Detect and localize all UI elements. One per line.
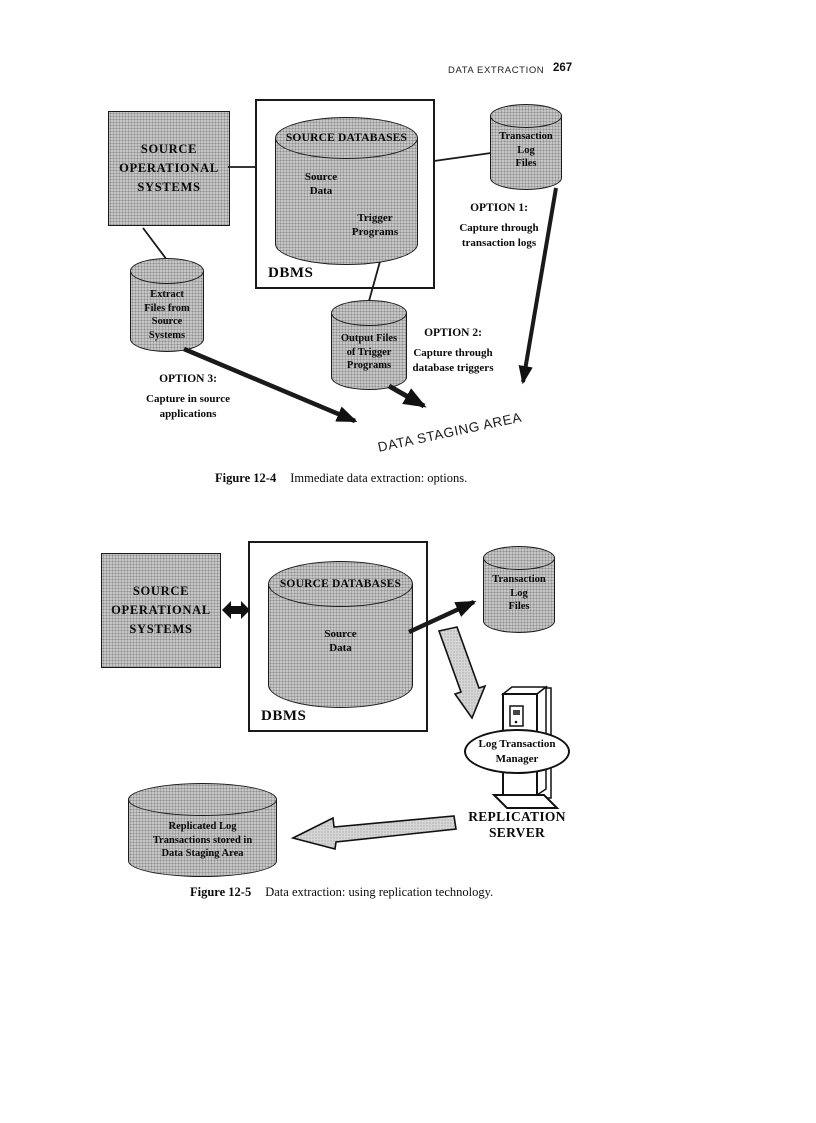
fig2-block-arrow-left-icon xyxy=(290,815,457,851)
fig1-output-files-label: Output Files of Trigger Programs xyxy=(340,333,398,372)
cylinder-body xyxy=(490,116,562,190)
fig1-extract-files-cylinder: Extract Files from Source Systems xyxy=(130,258,204,352)
fig1-option1-body: Capture through transaction logs xyxy=(459,222,539,249)
fig2-replicated-log-cylinder: Replicated Log Transactions stored in Da… xyxy=(128,783,277,877)
running-head: DATA EXTRACTION xyxy=(448,65,545,76)
cylinder-top xyxy=(128,783,277,816)
fig2-caption-text: Data extraction: using replication techn… xyxy=(265,885,494,899)
cylinder-top: SOURCE DATABASES xyxy=(275,117,418,159)
cylinder-body xyxy=(483,558,555,633)
fig1-data-staging-area-label: DATA STAGING AREA xyxy=(376,409,524,455)
fig2-ltm-label: Log Transaction Manager xyxy=(478,737,556,765)
fig1-source-databases-cylinder: SOURCE DATABASES Source Data Trigger Pro… xyxy=(275,117,418,265)
fig1-option2-body: Capture through database triggers xyxy=(412,347,494,374)
fig1-source-operational-systems-box: SOURCE OPERATIONAL SYSTEMS xyxy=(108,111,230,226)
fig2-caption-label: Figure 12-5 xyxy=(190,885,252,899)
fig1-caption-label: Figure 12-4 xyxy=(215,471,277,485)
page-number: 267 xyxy=(553,62,573,74)
fig2-replication-server-label: REPLICATION SERVER xyxy=(468,809,566,841)
fig1-option3-block: OPTION 3: Capture in source applications xyxy=(131,373,245,422)
cylinder-body xyxy=(275,138,418,265)
connector-line xyxy=(142,227,168,261)
connector-line xyxy=(433,152,492,162)
fig1-option3-body: Capture in source applications xyxy=(146,393,230,420)
fig1-caption-text: Immediate data extraction: options. xyxy=(290,471,468,485)
fig1-source-databases-title: SOURCE DATABASES xyxy=(285,132,408,144)
cylinder-top xyxy=(331,300,407,326)
fig2-block-arrow-down-icon xyxy=(437,626,487,720)
fig1-transaction-log-label: Transaction Log Files xyxy=(499,131,553,170)
fig2-sos-label: SOURCE OPERATIONAL SYSTEMS xyxy=(111,584,211,636)
fig2-source-databases-title: SOURCE DATABASES xyxy=(279,578,402,590)
fig2-caption: Figure 12-5 Data extraction: using replic… xyxy=(190,885,493,900)
cylinder-top xyxy=(483,546,555,570)
cylinder-body xyxy=(130,271,204,352)
fig1-output-files-cylinder: Output Files of Trigger Programs xyxy=(331,300,407,390)
fig1-trigger-programs-label: Trigger Programs xyxy=(351,212,399,239)
fig2-source-operational-systems-box: SOURCE OPERATIONAL SYSTEMS xyxy=(101,553,221,668)
fig1-option1-title: OPTION 1: xyxy=(470,202,528,214)
fig1-option1-block: OPTION 1: Capture through transaction lo… xyxy=(440,202,558,251)
fig1-option2-block: OPTION 2: Capture through database trigg… xyxy=(397,327,509,376)
fig1-sos-label: SOURCE OPERATIONAL SYSTEMS xyxy=(119,142,219,194)
fig2-double-arrow-icon xyxy=(222,601,250,619)
fig2-log-transaction-manager-node: Log Transaction Manager xyxy=(464,729,570,774)
cylinder-body xyxy=(128,799,277,877)
fig1-dbms-label: DBMS xyxy=(268,265,314,281)
fig1-extract-files-label: Extract Files from Source Systems xyxy=(144,289,190,341)
fig2-dbms-label: DBMS xyxy=(261,708,307,724)
fig1-option3-title: OPTION 3: xyxy=(159,373,217,385)
fig1-caption: Figure 12-4 Immediate data extraction: op… xyxy=(215,471,467,486)
fig2-transaction-log-label: Transaction Log Files xyxy=(492,574,546,613)
cylinder-top xyxy=(130,258,204,284)
cylinder-top: SOURCE DATABASES xyxy=(268,561,413,607)
fig2-transaction-log-cylinder: Transaction Log Files xyxy=(483,546,555,633)
fig2-replicated-log-label: Replicated Log Transactions stored in Da… xyxy=(152,821,253,860)
fig2-source-databases-cylinder: SOURCE DATABASES Source Data xyxy=(268,561,413,708)
fig1-source-data-label: Source Data xyxy=(304,171,338,198)
fig2-source-data-label: Source Data xyxy=(324,628,357,655)
cylinder-top xyxy=(490,104,562,128)
fig1-option2-title: OPTION 2: xyxy=(424,327,482,339)
fig1-transaction-log-cylinder: Transaction Log Files xyxy=(490,104,562,190)
